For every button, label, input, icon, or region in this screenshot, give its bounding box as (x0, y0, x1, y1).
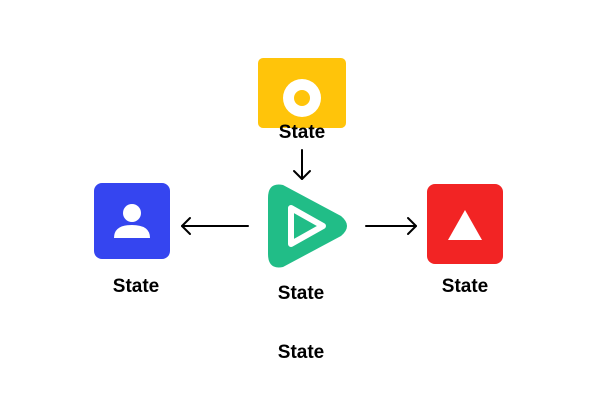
state-node-center (265, 180, 355, 272)
state-label-bottom: State (277, 342, 325, 363)
state-node-start (258, 58, 346, 128)
state-node-right (427, 184, 503, 264)
arrow-left (181, 217, 249, 235)
state-label-center: State (277, 283, 325, 304)
state-node-left (94, 183, 170, 259)
triangle-icon (427, 184, 503, 264)
state-label-left: State (112, 276, 160, 297)
circle-icon (258, 58, 346, 128)
arrow-down (293, 149, 311, 180)
state-label-right: State (441, 276, 489, 297)
play-icon (268, 184, 347, 268)
user-icon (94, 183, 170, 259)
arrow-right (365, 217, 417, 235)
state-label-start: State (278, 122, 326, 143)
